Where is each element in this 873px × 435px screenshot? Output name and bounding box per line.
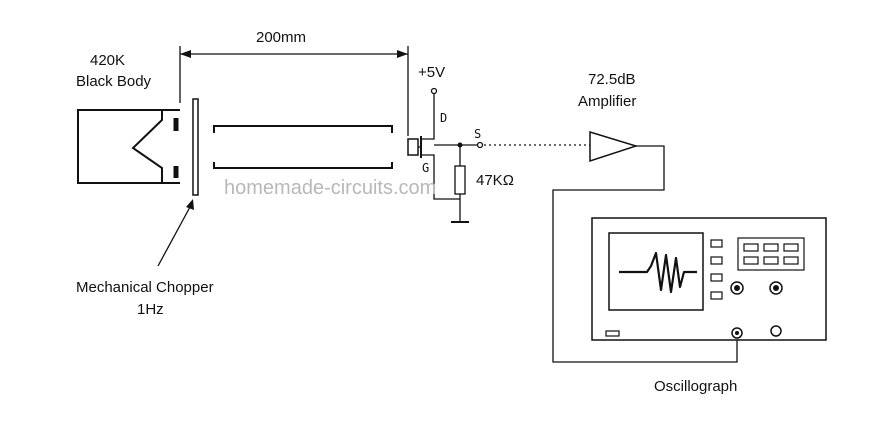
- amplifier-gain-label: 72.5dB: [588, 71, 636, 88]
- load-resistor: [454, 145, 466, 222]
- chopper-pointer-arrow: [157, 199, 194, 267]
- light-tube: [213, 125, 393, 169]
- chopper-freq-label: 1Hz: [137, 301, 164, 318]
- waveform-trace: [619, 251, 697, 294]
- resistor-label: 47KΩ: [476, 172, 514, 189]
- black-body: [77, 109, 180, 184]
- amplifier-icon: [552, 130, 738, 363]
- gate-label: G: [422, 161, 429, 175]
- chopper-blade: [192, 98, 199, 196]
- distance-label: 200mm: [256, 29, 306, 46]
- oscilloscope: [591, 217, 827, 341]
- digital-display: [737, 237, 805, 271]
- drain-label: D: [440, 111, 447, 125]
- distance-dimension: [179, 46, 409, 136]
- blackbody-name-label: Black Body: [76, 73, 152, 90]
- watermark: homemade-circuits.com: [224, 177, 436, 199]
- chopper-name-label: Mechanical Chopper: [76, 279, 214, 296]
- oscillograph-label: Oscillograph: [654, 378, 737, 395]
- pyro-sensor: [407, 87, 484, 200]
- supply-label: +5V: [418, 64, 445, 81]
- amplifier-name-label: Amplifier: [578, 93, 636, 110]
- blackbody-temp-label: 420K: [90, 52, 125, 69]
- source-label: S: [474, 127, 481, 141]
